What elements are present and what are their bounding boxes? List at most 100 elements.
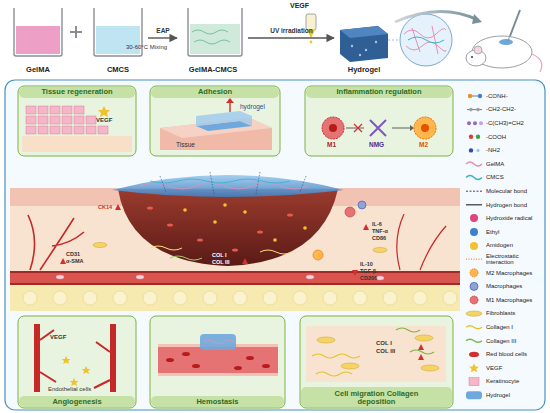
sample-ch2 bbox=[467, 108, 482, 112]
annotation-label: COL I bbox=[212, 253, 227, 259]
wound-bed-part-part bbox=[167, 223, 173, 226]
skin-section-part-part bbox=[203, 291, 217, 305]
wound-bed-part bbox=[183, 203, 307, 242]
sample-fibroblast bbox=[466, 311, 482, 316]
panel-angiogenesis-art bbox=[18, 316, 136, 408]
panel-tissue-regeneration-art-part-part bbox=[74, 106, 84, 114]
panel-tissue-regeneration-art-part-part bbox=[86, 116, 96, 124]
annotation-label: CK14 bbox=[98, 205, 112, 211]
sample-methacryl-part bbox=[479, 121, 483, 125]
panel-cell-migration-art-part-part bbox=[341, 363, 359, 369]
process-arrow bbox=[148, 37, 177, 38]
main-frame bbox=[5, 80, 545, 410]
panel-hemostasis-art-part-part bbox=[246, 356, 254, 360]
skin-section-part bbox=[10, 285, 460, 311]
application-arrow-part bbox=[395, 11, 478, 22]
plus-sign-part bbox=[75, 26, 77, 38]
panel-cell-migration-art-part-part bbox=[317, 337, 335, 343]
panel-angiogenesis-art-part bbox=[70, 378, 79, 386]
panel-tissue-regeneration-art-part-part bbox=[74, 116, 84, 124]
panel-title: Angiogenesis bbox=[52, 398, 101, 406]
panel-inflammation-art-part bbox=[329, 124, 337, 132]
beaker-mixture-part bbox=[190, 24, 240, 54]
wound-bed-part-part bbox=[232, 248, 238, 251]
annotation-label: α-SMA bbox=[66, 259, 83, 265]
hydrogel-dressing-part bbox=[150, 179, 290, 183]
sample-collagen-1 bbox=[466, 326, 482, 329]
panel-inflammation-art-part bbox=[392, 128, 410, 129]
sample-cooh-part bbox=[469, 135, 473, 139]
beaker-gelma-part bbox=[16, 26, 60, 54]
annotation-label: COL III bbox=[376, 348, 395, 354]
vessel-label: GelMA-CMCS bbox=[189, 65, 237, 74]
application-arrow-part bbox=[472, 14, 482, 24]
mouse-part bbox=[510, 10, 520, 36]
panel-tissue-regeneration-art-part-part bbox=[26, 106, 36, 114]
mouse-part bbox=[474, 46, 482, 54]
panel-inflammation-art-part bbox=[421, 124, 429, 132]
vessel-label: VEGF bbox=[290, 2, 309, 9]
annotation-label: VEGF bbox=[96, 117, 112, 123]
panel-inflammation-art-part bbox=[322, 117, 344, 139]
annotation-label: CD31 bbox=[66, 252, 80, 258]
mouse bbox=[466, 10, 542, 72]
legend-text: GelMA bbox=[486, 161, 547, 167]
marker-arrows-part bbox=[363, 224, 369, 230]
legend-text: -COOH bbox=[486, 134, 547, 140]
panel-adhesion-art-part bbox=[150, 86, 280, 156]
hydrogel-block bbox=[340, 26, 388, 62]
wound-bed-part-part bbox=[213, 220, 217, 224]
panel-tissue-regeneration-art-part-part bbox=[86, 126, 96, 134]
marker-arrows-part bbox=[115, 204, 121, 210]
wound-bed-part bbox=[147, 206, 293, 251]
annotation-label: hydrogel bbox=[240, 104, 265, 111]
panel-tissue-regeneration-art-part bbox=[98, 106, 110, 117]
arrow-label: UV irradiation bbox=[270, 28, 313, 35]
skin-section-part-part bbox=[306, 275, 314, 279]
annotation-label: Endothelial cells bbox=[48, 386, 91, 392]
panel-angiogenesis-art-part bbox=[40, 330, 110, 388]
mouse-part bbox=[532, 54, 542, 72]
panel-cell-migration-art-part-part bbox=[421, 365, 439, 371]
panel-adhesion-art-part bbox=[151, 87, 279, 98]
panel-inflammation-art-part bbox=[414, 117, 436, 139]
legend-text: Electrostatic interaction bbox=[486, 253, 547, 266]
beaker-gelma-part bbox=[14, 8, 62, 56]
panel-hemostasis-art-part-part bbox=[234, 366, 242, 370]
skin-section-part bbox=[23, 291, 457, 305]
panel-inflammation-art-part bbox=[370, 120, 386, 136]
panel-tissue-regeneration-art-part-part bbox=[38, 126, 48, 134]
panel-tissue-regeneration-art-part-part bbox=[62, 126, 72, 134]
legend-text: Ethyl bbox=[486, 229, 547, 235]
panel-tissue-regeneration-art bbox=[18, 86, 136, 156]
annotation-label: IL-6 bbox=[372, 222, 382, 228]
panel-tissue-regeneration-art-part bbox=[26, 106, 108, 134]
skin-section-part-part bbox=[443, 291, 457, 305]
hydrogel-dressing bbox=[112, 172, 344, 197]
legend-text: -CONH- bbox=[486, 93, 547, 99]
legend-text: Fibroblasts bbox=[486, 310, 547, 316]
legend-text: Red blood cells bbox=[486, 351, 547, 357]
panel-hemostasis-art-part-part bbox=[262, 364, 270, 368]
vessel-label: GelMA bbox=[26, 65, 50, 74]
sample-electrostatic bbox=[466, 259, 482, 260]
annotation-label: VEGF bbox=[50, 334, 66, 340]
annotation-label: CD206 bbox=[360, 276, 377, 282]
panel-tissue-regeneration-art-part bbox=[19, 87, 135, 98]
function-panel: Cell migration Collagen deposition bbox=[300, 316, 453, 408]
sample-hydrogel bbox=[466, 391, 482, 399]
panel-inflammation-art-part bbox=[346, 128, 364, 129]
function-panel: Hemostasis bbox=[150, 316, 285, 408]
panel-tissue-regeneration-art-part-part bbox=[62, 116, 72, 124]
skin-section-part-part bbox=[323, 291, 337, 305]
hydrogel-block-part bbox=[375, 41, 377, 43]
hydrogel-block-part bbox=[365, 49, 367, 51]
arrow-label: EAP bbox=[156, 28, 169, 35]
panel-tissue-regeneration-art-part-part bbox=[26, 116, 36, 124]
panel-cell-migration-art-part bbox=[301, 387, 452, 407]
legend-text: VEGF bbox=[486, 365, 547, 371]
annotation-label: M2 bbox=[419, 142, 428, 149]
reagent-vessel: GelMA bbox=[8, 2, 68, 74]
